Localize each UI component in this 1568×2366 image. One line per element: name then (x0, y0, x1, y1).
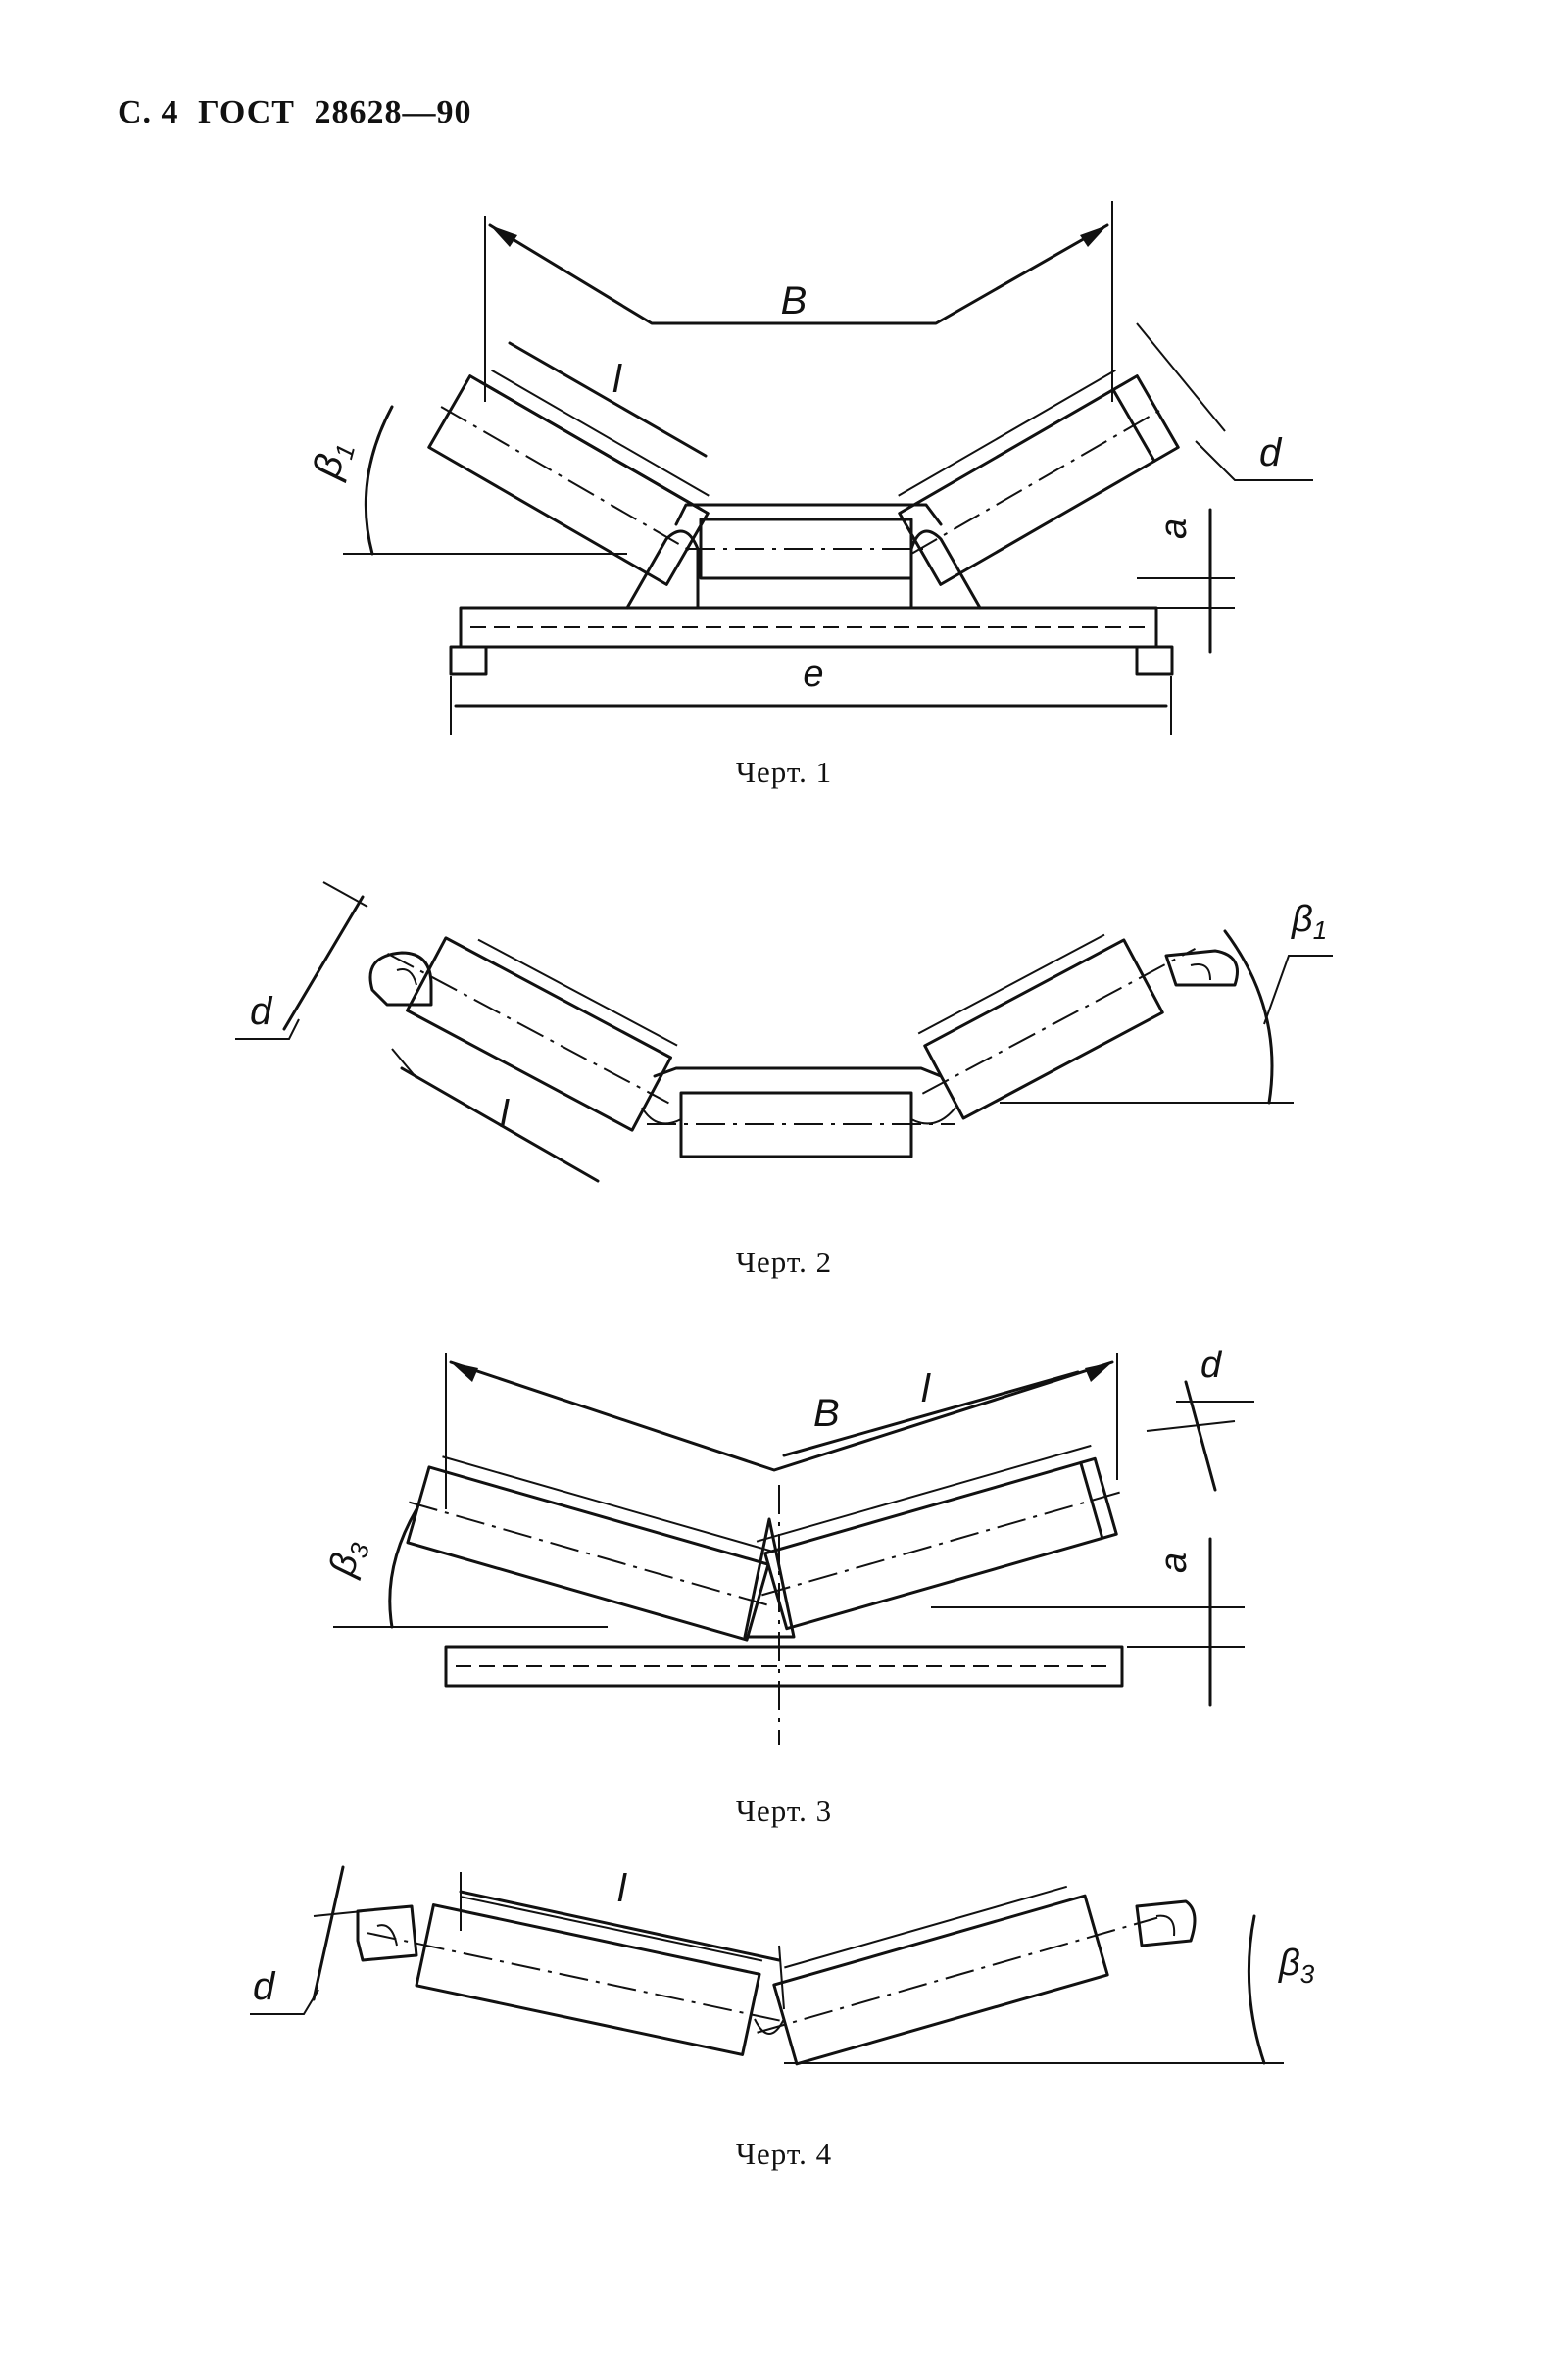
left-roller (387, 936, 678, 1132)
label-d: d (250, 990, 273, 1033)
standard-number: 28628—90 (314, 94, 472, 130)
beta-arc (1223, 929, 1274, 1105)
label-l: l (617, 1867, 627, 1910)
frame-base (444, 1645, 1124, 1688)
label-l: l (612, 358, 622, 401)
d-leader (1195, 440, 1313, 481)
left-roller (406, 1455, 773, 1642)
link-left (641, 1107, 682, 1125)
bracket-right-hook (1155, 1914, 1176, 1937)
label-b: B (781, 279, 808, 322)
label-d: d (1259, 431, 1283, 474)
roller-link (754, 2018, 785, 2035)
figure-4: l d β3 (0, 1852, 1568, 2127)
caption-3: Черт. 3 (735, 1794, 833, 1828)
label-d: d (253, 1965, 276, 2008)
figure-3-drawing: B l d β3 a (321, 1345, 1254, 1745)
d-leader (250, 1989, 319, 2015)
l-dimension-line (782, 1370, 1080, 1457)
bracket-left (368, 951, 433, 1007)
figure-1-drawing: B l d (305, 201, 1313, 735)
beta-arc (364, 405, 394, 556)
b-dimension-line (449, 1360, 1114, 1472)
foot-left (449, 645, 488, 676)
frame-base (459, 606, 1158, 649)
label-beta3: β3 (1278, 1943, 1315, 1989)
caption-4: Черт. 4 (735, 2137, 833, 2171)
caption-2: Черт. 2 (735, 1245, 833, 1279)
l-extension (391, 1048, 417, 1079)
page-header: С. 4 ГОСТ 28628—90 (118, 94, 481, 131)
bracket-left (356, 1904, 418, 1962)
d-dimension-line (312, 1865, 345, 2001)
d-extension (313, 1910, 364, 1917)
figure-3: B l d β3 a (0, 1333, 1568, 1794)
figure-1: B l d (0, 186, 1568, 755)
page-number: С. 4 (118, 94, 179, 130)
label-beta1: β1 (1291, 899, 1327, 945)
right-roller (898, 369, 1180, 586)
support-left (625, 529, 700, 610)
beta-leader (1263, 955, 1333, 1025)
label-beta3: β3 (321, 1535, 375, 1583)
bracket-right (1135, 1899, 1197, 1947)
foot-right (1135, 645, 1174, 676)
right-roller (757, 1885, 1158, 2066)
belt-profile (674, 503, 943, 526)
label-l: l (921, 1367, 931, 1410)
label-l: l (500, 1093, 510, 1136)
belt-profile (653, 1066, 943, 1078)
caption-1: Черт. 1 (735, 755, 833, 789)
l-dimension-line (400, 1066, 600, 1183)
d-extension (322, 881, 368, 908)
figure-4-drawing: l d β3 (250, 1865, 1315, 2066)
bracket-right-hook (1190, 963, 1211, 981)
l-extension-right (778, 1945, 785, 2010)
d-leader (235, 1018, 300, 1040)
arrow-head (490, 225, 517, 247)
left-roller (367, 1896, 780, 2056)
beta-arc (388, 1507, 418, 1629)
support-right (909, 529, 982, 610)
l-dimension-line (459, 1890, 781, 1962)
figure-2: d l β1 (0, 872, 1568, 1235)
right-roller (756, 1444, 1120, 1631)
figure-2-drawing: d l β1 (235, 881, 1333, 1183)
d-dimension-line (282, 895, 365, 1031)
d-dimension-line (1136, 322, 1226, 432)
arrow-head (1080, 225, 1107, 247)
label-a: a (1153, 1553, 1195, 1573)
arrow-head (451, 1362, 478, 1382)
standard-name: ГОСТ (198, 94, 295, 130)
link-right (910, 1107, 956, 1125)
label-beta1: β1 (305, 436, 361, 485)
d-dimension-line (1184, 1380, 1217, 1492)
label-a: a (1153, 518, 1195, 539)
beta-arc (1247, 1914, 1266, 2065)
bracket-left-hook (396, 968, 417, 986)
right-roller (917, 933, 1196, 1120)
bracket-right (1164, 949, 1239, 987)
arrow-head (1085, 1362, 1112, 1382)
l-dimension-line (508, 341, 708, 458)
label-b: B (813, 1392, 840, 1435)
label-e: e (803, 654, 823, 695)
center-support (743, 1517, 796, 1639)
b-dimension-line (488, 223, 1109, 325)
bracket-left-hook (376, 1924, 398, 1947)
d-extension (1146, 1420, 1236, 1432)
label-d: d (1200, 1345, 1223, 1386)
